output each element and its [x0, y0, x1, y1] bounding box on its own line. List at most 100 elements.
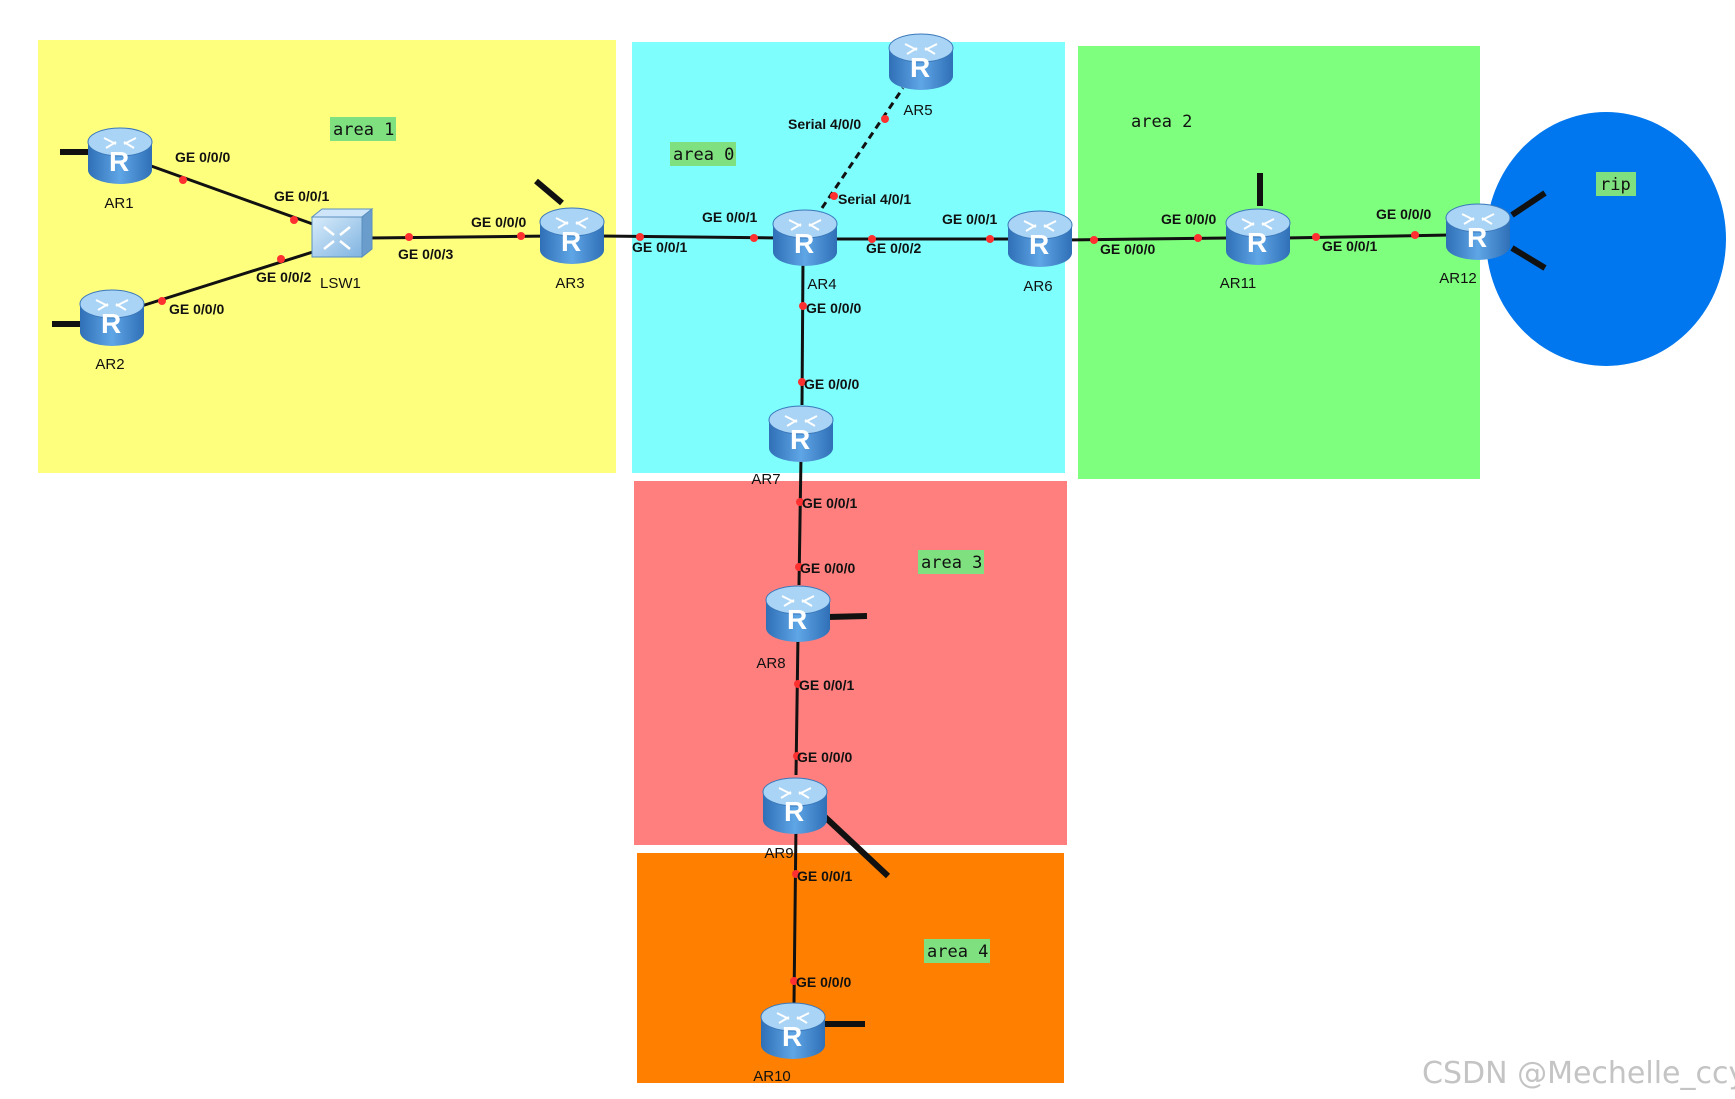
port-label-ar10-g000: GE 0/0/0: [796, 974, 851, 990]
router-arrows-icon: [95, 299, 129, 311]
link-ar9-ar10[interactable]: [792, 824, 798, 1004]
port-dot: [799, 302, 807, 310]
area-3-region: [634, 481, 1067, 845]
router-ar7[interactable]: R: [768, 405, 834, 462]
port-dot: [1194, 234, 1202, 242]
port-dot: [158, 297, 166, 305]
router-top: [79, 289, 145, 319]
router-name-ar9: AR9: [764, 845, 793, 862]
router-ar12[interactable]: R: [1445, 203, 1511, 260]
link-ar6-ar11[interactable]: [1064, 236, 1229, 242]
stub-ar3: [534, 178, 564, 206]
rip-label: rip: [1600, 175, 1631, 195]
stub-ar12-a: [1510, 190, 1547, 218]
router-ar6[interactable]: R: [1007, 210, 1073, 267]
router-arrows-icon: [1461, 213, 1495, 225]
router-name-ar8: AR8: [756, 655, 785, 672]
router-arrows-icon: [788, 219, 822, 231]
router-r-glyph: R: [787, 604, 807, 635]
link-ar2-lsw1[interactable]: [131, 243, 336, 311]
link-ar4-ar5[interactable]: [820, 87, 905, 209]
router-name-ar7: AR7: [751, 471, 780, 488]
port-dot: [793, 752, 801, 760]
router-r-glyph: R: [910, 52, 930, 83]
router-r-glyph: R: [794, 228, 814, 259]
router-ar10[interactable]: R: [760, 1002, 826, 1059]
link-ar1-lsw1[interactable]: [139, 160, 336, 234]
port-label-ar4-s401: Serial 4/0/1: [838, 191, 911, 207]
area-4-label: area 4: [927, 942, 988, 962]
port-label-ar11-g001: GE 0/0/1: [1322, 238, 1377, 254]
router-top: [765, 585, 831, 615]
router-arrows-icon: [778, 787, 812, 799]
router-name-ar6: AR6: [1023, 278, 1052, 295]
port-dot: [517, 232, 525, 240]
port-label-ar9-g001: GE 0/0/1: [797, 868, 852, 884]
port-label-ar3-g001: GE 0/0/1: [632, 239, 687, 255]
port-dot: [868, 235, 876, 243]
port-label-ar6-g000: GE 0/0/0: [1100, 241, 1155, 257]
port-label-ar6-g001: GE 0/0/1: [942, 211, 997, 227]
router-ar9[interactable]: R: [762, 777, 828, 834]
router-r-glyph: R: [1029, 229, 1049, 260]
router-ar3[interactable]: R: [539, 207, 605, 264]
router-name-ar5: AR5: [903, 102, 932, 119]
router-arrows-icon: [1241, 218, 1275, 230]
area-4-label-bg: [924, 939, 990, 963]
switch-side: [361, 207, 373, 259]
rip-label-bg: [1596, 172, 1636, 196]
port-dot: [1090, 236, 1098, 244]
stub-ar8: [827, 613, 868, 620]
router-r-glyph: R: [101, 308, 121, 339]
router-ar11[interactable]: R: [1225, 208, 1291, 265]
router-r-glyph: R: [1467, 222, 1487, 253]
port-label-ar4-g000: GE 0/0/0: [806, 300, 861, 316]
port-dot: [405, 233, 413, 241]
port-label-ar2-g000: GE 0/0/0: [169, 301, 224, 317]
router-ar1[interactable]: R: [87, 127, 153, 184]
router-top: [1445, 203, 1511, 233]
watermark: CSDN @Mechelle_ccy: [1422, 1056, 1735, 1091]
port-dot: [792, 870, 800, 878]
area-1-label: area 1: [333, 120, 394, 140]
router-ar8[interactable]: R: [765, 585, 831, 642]
area-0-label-bg: [670, 142, 736, 166]
router-name-ar2: AR2: [95, 356, 124, 373]
port-dot: [636, 233, 644, 241]
port-label-ar8-g001: GE 0/0/1: [799, 677, 854, 693]
switch-name: LSW1: [320, 275, 361, 292]
switch-arrows-icon: [323, 226, 351, 250]
switch-lsw1[interactable]: [310, 207, 374, 259]
port-label-lsw1-g002: GE 0/0/2: [256, 269, 311, 285]
port-dot: [881, 115, 889, 123]
router-top: [772, 209, 838, 239]
link-ar3-ar4[interactable]: [599, 234, 781, 240]
router-name-ar10: AR10: [753, 1068, 791, 1085]
port-label-ar4-g002: GE 0/0/2: [866, 240, 921, 256]
port-label-ar3-g000: GE 0/0/0: [471, 214, 526, 230]
port-dot: [986, 235, 994, 243]
router-arrows-icon: [784, 415, 818, 427]
area-3-label: area 3: [921, 553, 982, 573]
port-label-ar4-g001: GE 0/0/1: [702, 209, 757, 225]
port-label-ar9-g000: GE 0/0/0: [797, 749, 852, 765]
port-label-ar7-g001: GE 0/0/1: [802, 495, 857, 511]
router-ar4[interactable]: R: [772, 209, 838, 266]
port-dot: [796, 498, 804, 506]
router-ar2[interactable]: R: [79, 289, 145, 346]
router-r-glyph: R: [109, 146, 129, 177]
router-top: [1007, 210, 1073, 240]
router-ar5[interactable]: R: [888, 33, 954, 90]
port-label-lsw1-g001: GE 0/0/1: [274, 188, 329, 204]
port-label-ar7-g000: GE 0/0/0: [804, 376, 859, 392]
link-ar8-ar9[interactable]: [794, 634, 800, 776]
port-dot: [795, 563, 803, 571]
port-dot: [794, 680, 802, 688]
area-1-label-bg: [330, 117, 396, 141]
router-top: [760, 1002, 826, 1032]
port-labels: GE 0/0/0 GE 0/0/1 GE 0/0/2 GE 0/0/0 GE 0…: [169, 116, 1431, 990]
area-0-label: area 0: [673, 145, 734, 165]
router-top: [888, 33, 954, 63]
router-name-ar1: AR1: [104, 195, 133, 212]
